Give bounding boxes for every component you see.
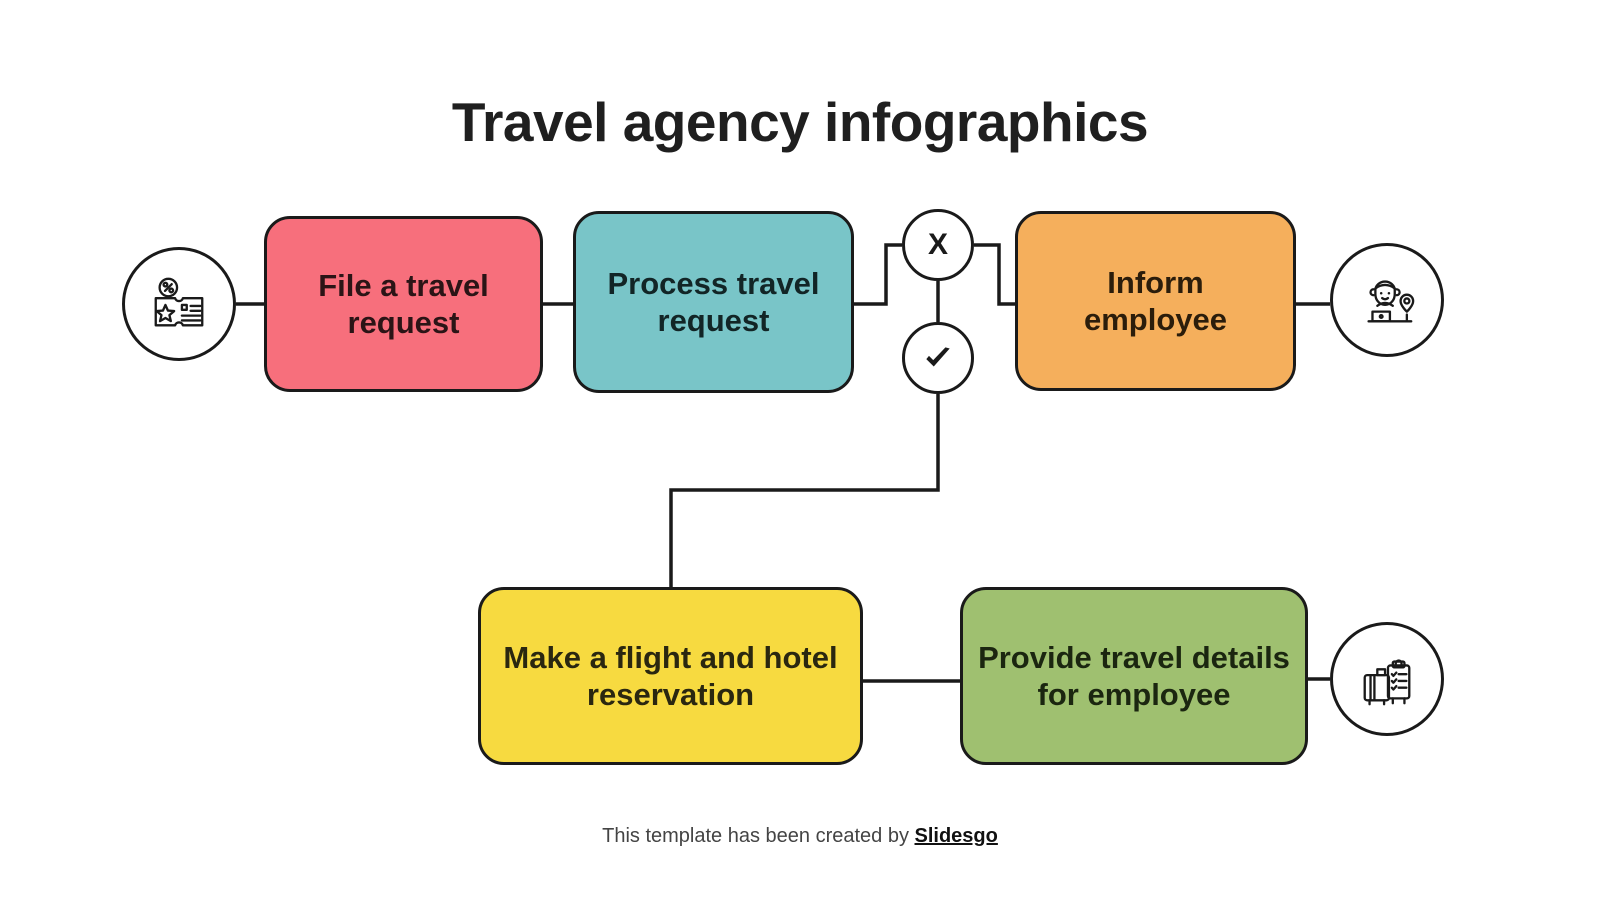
- connector-process-to-reject: [854, 243, 902, 306]
- footer-credit-text: This template has been created by: [602, 825, 915, 847]
- node-file-travel-request[interactable]: File a travel request: [264, 216, 543, 392]
- slidesgo-link[interactable]: Slidesgo: [914, 825, 998, 847]
- node-label: Make a flight and hotel reservation: [503, 639, 838, 712]
- node-label: Provide travel details for employee: [978, 639, 1290, 712]
- node-process-travel-request[interactable]: Process travel request: [573, 211, 854, 393]
- cross-icon-label: X: [927, 228, 948, 261]
- luggage-clipboard-glyph: [1363, 659, 1411, 706]
- node-inform-employee[interactable]: Inform employee: [1015, 211, 1296, 391]
- check-icon: [926, 347, 950, 367]
- connector-reject-to-inform: [974, 243, 1015, 306]
- page-title: Travel agency infographics: [451, 91, 1149, 153]
- decision-reject-cross-icon[interactable]: X: [902, 209, 974, 281]
- travel-ticket-discount-icon: [122, 247, 236, 361]
- node-provide-travel-details[interactable]: Provide travel details for employee: [960, 587, 1308, 765]
- travel-ticket-glyph: [154, 277, 204, 327]
- node-label: File a travel request: [318, 267, 489, 340]
- node-label: Inform employee: [1083, 264, 1227, 337]
- footer-credit: This template has been created by Slides…: [0, 825, 1600, 848]
- node-make-reservation[interactable]: Make a flight and hotel reservation: [478, 587, 863, 765]
- agent-laptop-glyph: [1367, 280, 1415, 323]
- node-label: Process travel request: [607, 265, 820, 338]
- connector-approve-to-reservation: [669, 394, 940, 587]
- luggage-checklist-icon: [1330, 622, 1444, 736]
- support-agent-location-icon: [1330, 243, 1444, 357]
- decision-approve-check-icon[interactable]: [902, 322, 974, 394]
